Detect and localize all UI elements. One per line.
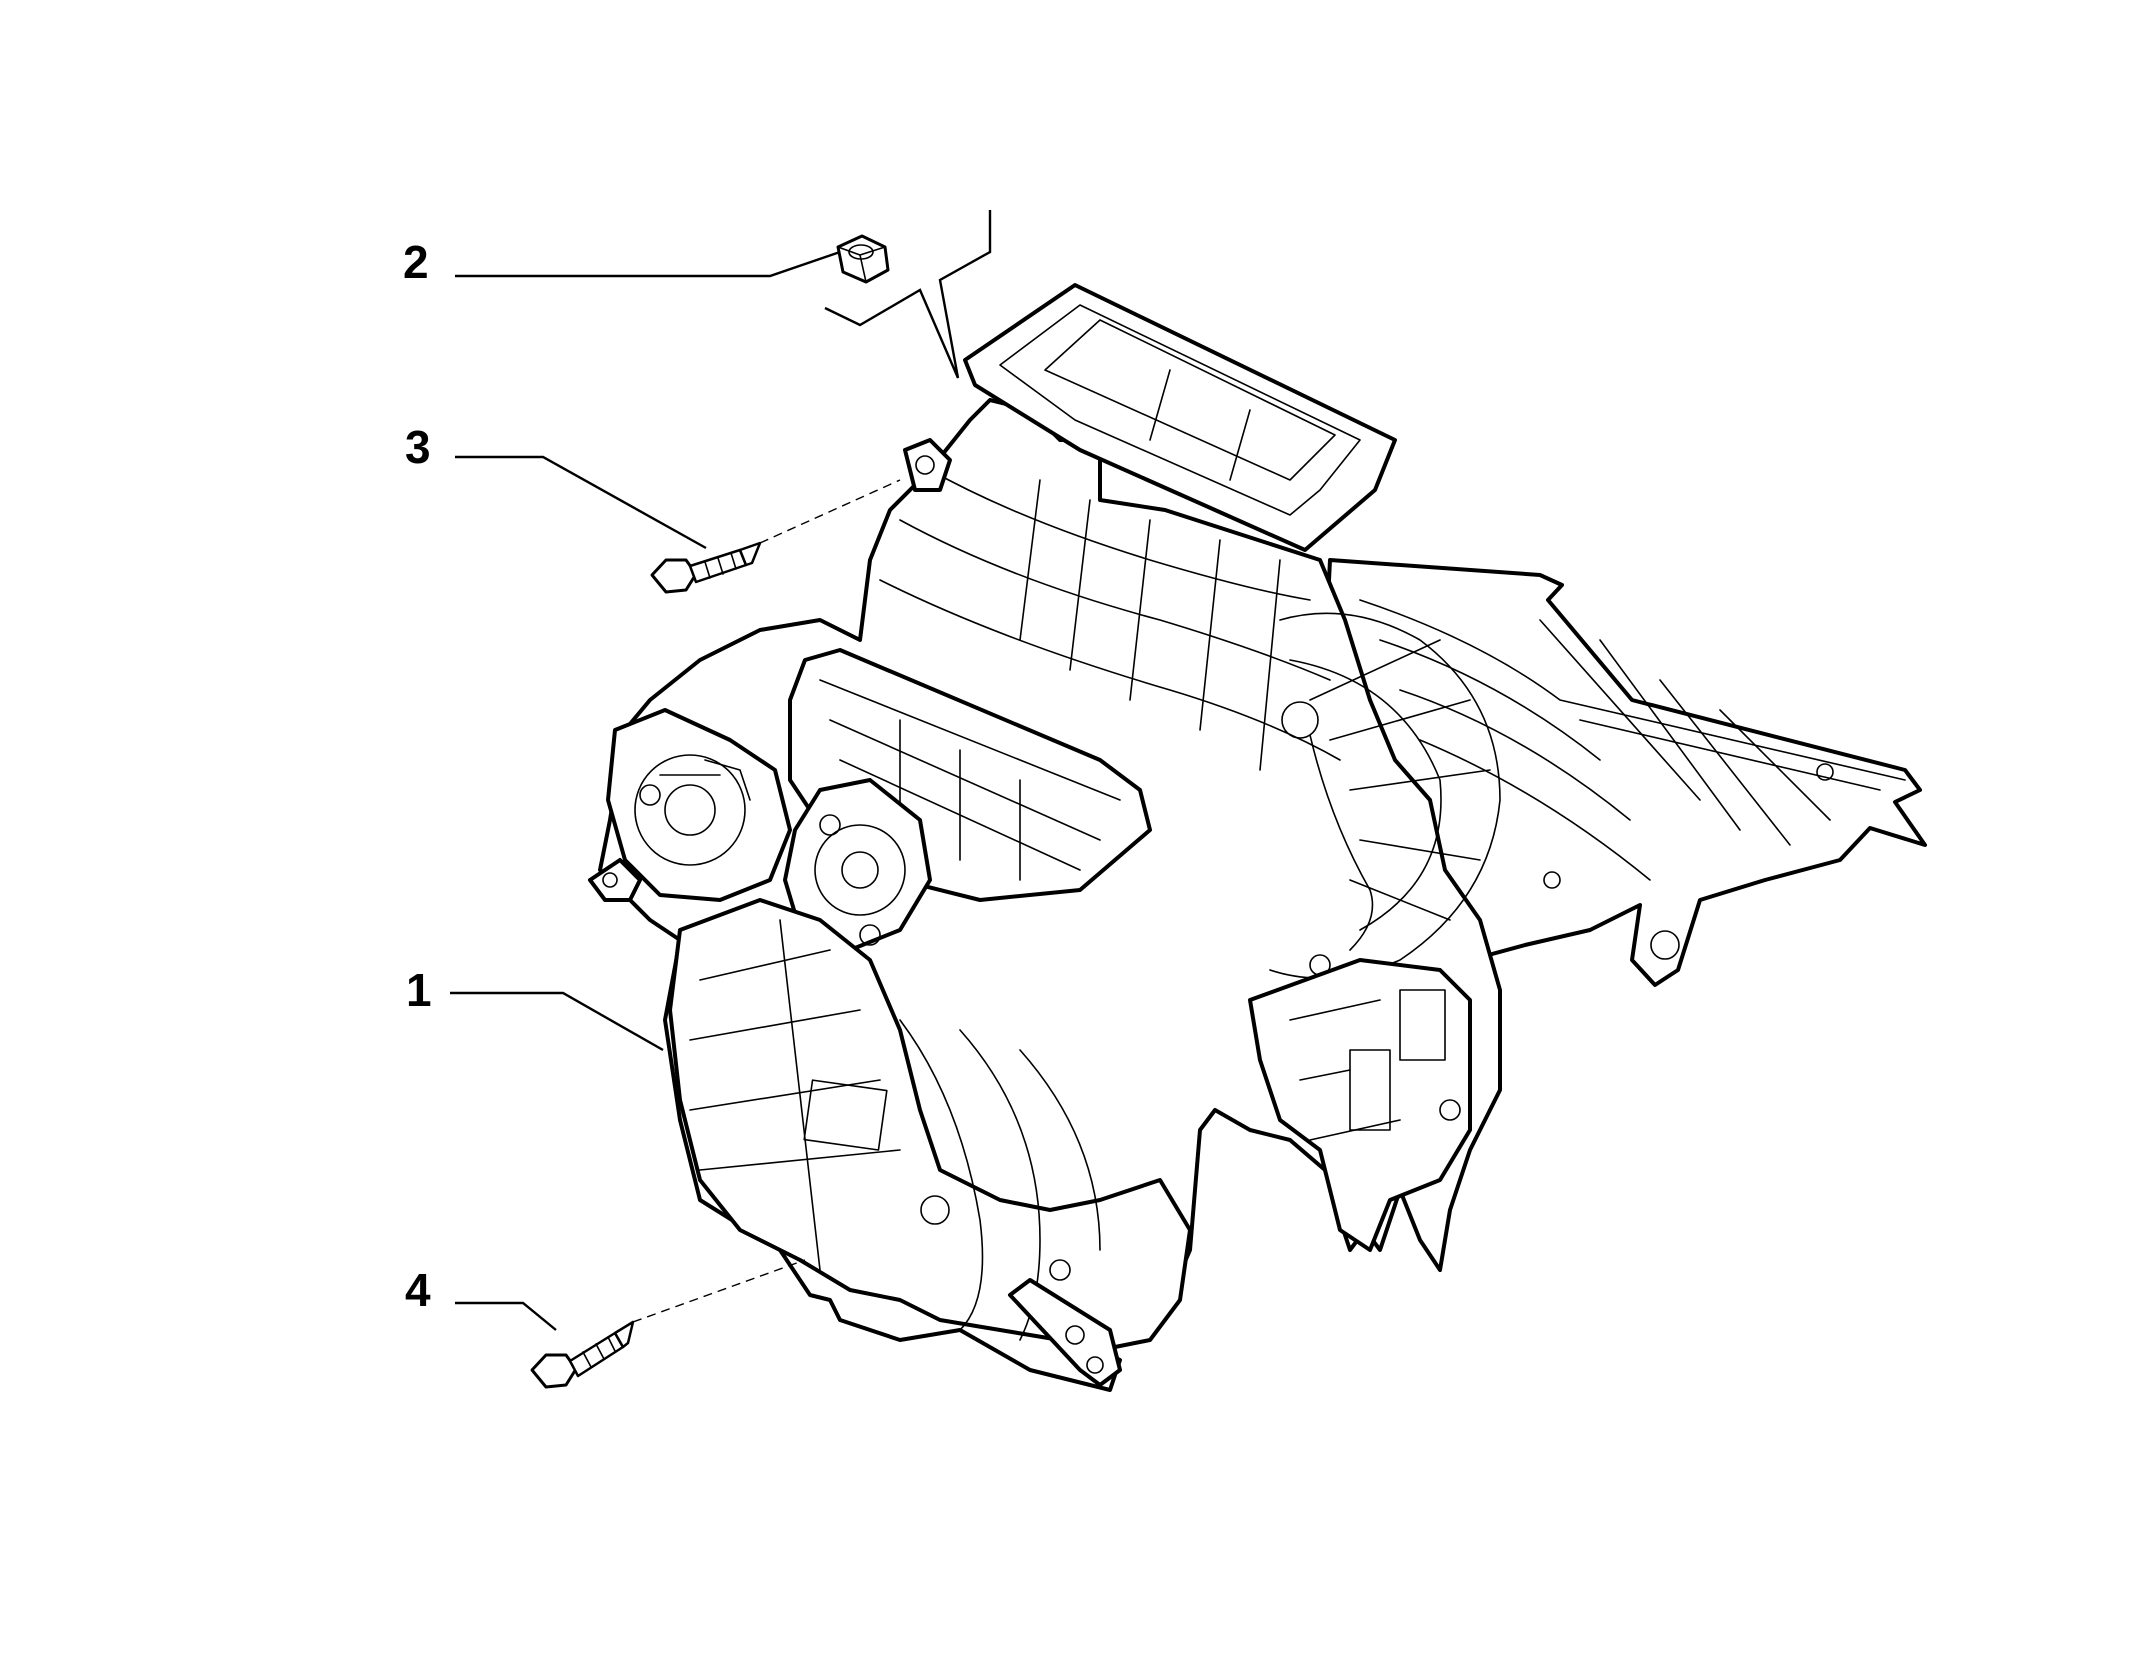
callout-leader-lines	[450, 210, 992, 1331]
flange-screw-icon	[530, 1320, 635, 1389]
callout-number-3: 3	[405, 421, 431, 473]
leader-line-3	[455, 455, 707, 550]
leader-line-1	[450, 991, 664, 1052]
callout-number-4: 4	[405, 1264, 431, 1316]
hvac-heater-housing-icon	[588, 283, 1927, 1392]
callout-number-1: 1	[406, 964, 432, 1016]
leader-line-2	[455, 250, 841, 278]
leader-line-4	[455, 1301, 557, 1331]
hex-nut-icon	[836, 234, 890, 284]
callout-number-2: 2	[403, 236, 429, 288]
assembly-dashed-lines	[632, 479, 901, 1323]
flange-screw-icon	[650, 541, 762, 594]
leader-bracket-2	[824, 210, 992, 379]
